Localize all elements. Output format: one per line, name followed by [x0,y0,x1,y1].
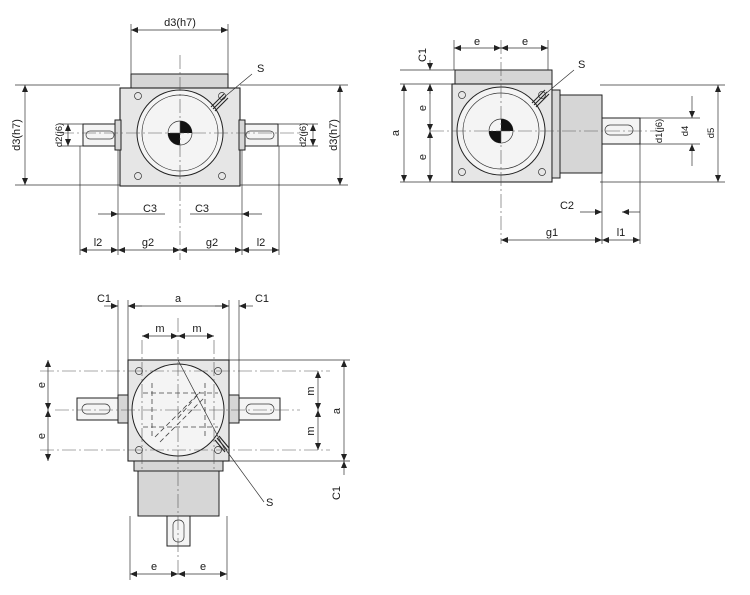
dim-e-lower: e [36,433,48,439]
dim-c1-right: C1 [255,293,269,305]
dim-e-lower: e [417,154,429,160]
dim-e-left: e [474,36,480,48]
dim-d1-j6: d1(j6) [654,119,665,143]
dim-m-right: m [192,323,201,335]
dim-a-top: a [175,293,182,305]
label-s: S [266,497,273,509]
dim-g2-left: g2 [142,237,154,249]
dim-d2-j6-left: d2(j6) [54,123,65,147]
dim-d5: d5 [706,128,717,139]
view-top-right: C1 e e S a e e d1(j6) d4 d5 C2 g1 l1 [390,36,725,244]
dim-d4: d4 [680,126,691,137]
dim-d2-j6-right: d2(j6) [298,123,309,147]
view-bottom: C1 a C1 m m e e m m a C1 S e e [36,293,350,580]
dim-m-left: m [155,323,164,335]
dim-c3-left: C3 [143,203,157,215]
dim-d3-h7-right: d3(h7) [328,119,340,151]
dim-c1: C1 [417,48,429,62]
dim-e-upper: e [36,382,48,388]
dim-e-bottom-left: e [151,561,157,573]
shaft-left [82,123,121,147]
dim-c1-left: C1 [97,293,111,305]
dim-c2: C2 [560,200,574,212]
dim-g1: g1 [546,227,558,239]
dim-e-upper: e [417,105,429,111]
dim-a-right: a [331,407,343,414]
dim-d3-h7-left: d3(h7) [11,119,23,151]
dim-e-right: e [522,36,528,48]
dim-l2-left: l2 [94,237,103,249]
label-s: S [257,63,264,75]
dim-l1: l1 [617,227,626,239]
dim-e-bottom-right: e [200,561,206,573]
dim-c1-bottom: C1 [331,486,343,500]
label-s: S [578,59,585,71]
dim-g2-right: g2 [206,237,218,249]
dim-l2-right: l2 [257,237,266,249]
view-top-left: d3(h7) d3(h7) d3(h7) d2(j6) d2(j6) S C3 … [11,17,348,260]
dim-d3-h7-top: d3(h7) [164,17,196,29]
dim-m-upper: m [305,386,317,395]
dim-a: a [390,129,402,136]
dim-c3-right: C3 [195,203,209,215]
dim-m-lower: m [305,426,317,435]
